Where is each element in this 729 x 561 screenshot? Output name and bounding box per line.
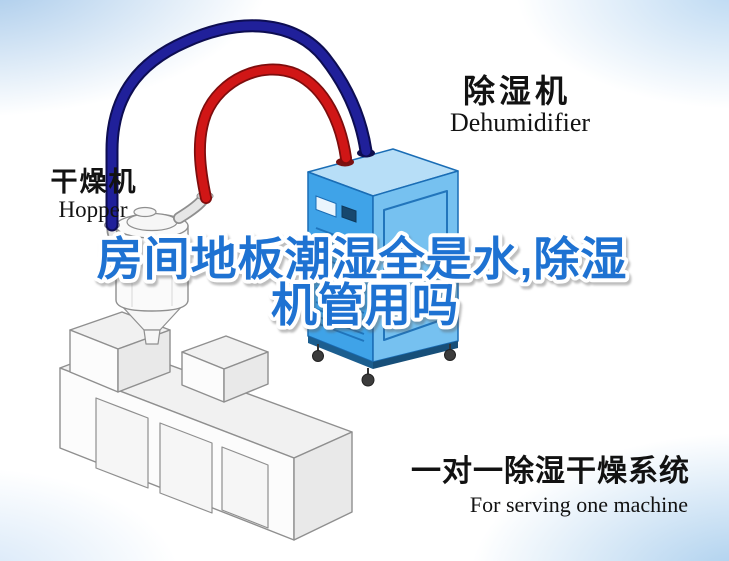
dehumidifier-base-band bbox=[308, 336, 373, 369]
caster-wheel bbox=[312, 350, 324, 362]
dehumidifier-illustration bbox=[307, 148, 459, 387]
system-label-cn: 一对一除湿干燥系统 bbox=[411, 454, 690, 488]
caster-wheel bbox=[361, 373, 375, 387]
system-label-en: For serving one machine bbox=[470, 492, 688, 517]
extruder-head-side bbox=[223, 351, 269, 403]
blue-hose bbox=[107, 21, 371, 230]
hopper-lid-cap bbox=[133, 206, 157, 218]
hopper-machine-illustration bbox=[59, 191, 353, 541]
title-line-2: 机管用吗 bbox=[271, 279, 459, 331]
hopper-label-cn: 干燥机 bbox=[51, 167, 138, 197]
red-hose bbox=[195, 65, 351, 203]
dehumidifier-label-plate bbox=[315, 195, 337, 218]
dehumidifier-label-cn: 除湿机 bbox=[463, 73, 571, 109]
caster-wheel bbox=[444, 349, 456, 361]
dehumidifier-base-band bbox=[373, 341, 458, 369]
machine-base-end bbox=[293, 431, 353, 541]
hopper-cylinder-body bbox=[115, 225, 189, 312]
hopper-label-en: Hopper bbox=[59, 197, 128, 222]
machine-door-panel bbox=[95, 397, 149, 489]
machine-door-panel bbox=[221, 446, 269, 529]
hopper-funnel-neck bbox=[143, 329, 161, 345]
title-line-1: 房间地板潮湿全是水,除湿 bbox=[97, 233, 628, 285]
dehumidifier-label-en: Dehumidifier bbox=[450, 108, 590, 137]
dehumidifier-side-door bbox=[383, 190, 448, 341]
hopper-cylinder-seam bbox=[131, 231, 173, 307]
title-overlay: 房间地板潮湿全是水,除湿 机管用吗 bbox=[93, 229, 631, 335]
dehumidifier-vent-lower bbox=[315, 287, 365, 342]
dehumidifier-display bbox=[341, 205, 357, 223]
machine-door-panel bbox=[159, 422, 213, 514]
connection-hoses bbox=[105, 19, 373, 232]
labels: 除湿机 Dehumidifier 干燥机 Hopper 一对一除湿干燥系统 Fo… bbox=[51, 73, 690, 517]
dehumidifier-vent-upper bbox=[315, 227, 365, 275]
